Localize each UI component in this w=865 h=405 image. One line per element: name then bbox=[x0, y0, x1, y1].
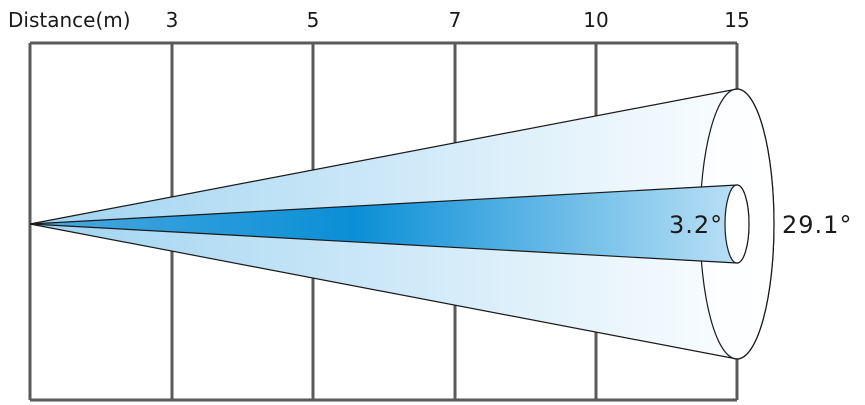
tick-label-7: 7 bbox=[449, 8, 462, 32]
inner-beam bbox=[29, 184, 750, 264]
distance-axis-label: Distance(m) bbox=[8, 8, 131, 32]
tick-label-10: 10 bbox=[583, 8, 608, 32]
tick-label-15: 15 bbox=[724, 8, 749, 32]
inner-angle-label: 3.2° bbox=[669, 211, 723, 239]
distance-tick-labels: 3 5 7 10 15 bbox=[166, 8, 750, 32]
tick-label-3: 3 bbox=[166, 8, 179, 32]
tick-label-5: 5 bbox=[307, 8, 320, 32]
inner-beam-rim bbox=[724, 184, 750, 264]
outer-angle-label: 29.1° bbox=[782, 211, 852, 239]
